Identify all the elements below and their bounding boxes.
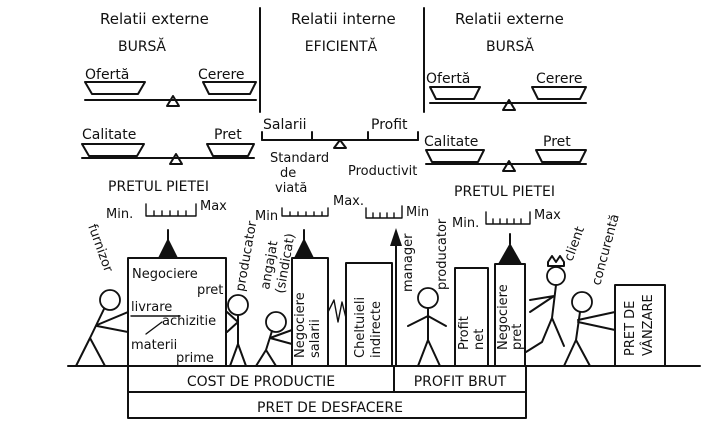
- figure-angajat: [255, 311, 293, 367]
- footer-cost-productie: COST DE PRODUCTIE: [127, 365, 395, 393]
- figure-concurenta: [563, 291, 616, 367]
- pret-vanzare-line2: VÂNZARE: [640, 294, 656, 356]
- center-min-right: Min: [406, 205, 429, 220]
- left-panel-title: Relatii externe: [100, 10, 209, 28]
- market-price-left-title: PRETUL PIETEI: [108, 179, 209, 195]
- peak-left: [158, 238, 178, 258]
- cheltuieli-line2: indirecte: [369, 301, 384, 358]
- market-price-right-min: Min.: [452, 216, 479, 231]
- market-price-left-max: Max: [200, 199, 227, 214]
- block-pret-vanzare: [614, 284, 666, 367]
- market-price-right-title: PRETUL PIETEI: [454, 184, 555, 200]
- figure-furnizor: [75, 289, 129, 367]
- footer-profit-brut: PROFIT BRUT: [393, 365, 527, 393]
- negociere-salarii-line2: salarii: [308, 319, 323, 358]
- block-cheltuieli: [345, 262, 393, 367]
- materii-label: materii: [131, 338, 177, 353]
- label-manager: manager: [401, 233, 416, 292]
- scale-left-bottom-left-label: Calitate: [82, 127, 136, 143]
- label-furnizor: furnizor: [84, 222, 115, 275]
- pret-desfacere-label: PRET DE DESFACERE: [257, 400, 403, 416]
- right-panel-subtitle: BURSĂ: [486, 37, 534, 55]
- scale-center: Salarii Profit: [261, 117, 419, 149]
- prime-label: prime: [176, 351, 214, 366]
- scale-left-top-right-label: Cerere: [198, 67, 245, 83]
- label-client: client: [562, 225, 588, 264]
- profit-brut-label: PROFIT BRUT: [414, 374, 507, 390]
- negociere-pret-line1: Negociere: [132, 267, 198, 282]
- livrare-label: livrare: [131, 300, 172, 315]
- productivity-label: Productivit: [348, 164, 417, 179]
- pret-vanzare-line1: PRET DE: [623, 301, 638, 356]
- scale-left-top-left-label: Ofertă: [85, 67, 129, 83]
- label-producator-left: producator: [233, 219, 260, 292]
- center-max-label: Max.: [333, 194, 364, 209]
- scale-right-bottom-left-label: Calitate: [424, 134, 478, 150]
- peak-right: [498, 243, 522, 264]
- scale-right-top-left-label: Ofertă: [426, 71, 470, 87]
- label-concurenta: concurentă: [589, 213, 622, 287]
- market-price-right-max: Max: [534, 208, 561, 223]
- scale-left-top: Ofertă Cerere: [84, 67, 257, 107]
- market-price-right-ruler: [485, 211, 531, 225]
- scale-right-bottom: Calitate Pret: [424, 134, 587, 172]
- zigzag-spark: [327, 299, 347, 323]
- market-price-left-min: Min.: [106, 207, 133, 222]
- figure-manager: [407, 287, 447, 367]
- peak-center: [294, 238, 314, 258]
- negociere-salarii-line1: Negociere: [293, 292, 308, 358]
- center-panel-title: Relatii interne: [291, 10, 396, 28]
- scale-center-right-label: Profit: [371, 117, 408, 133]
- scale-center-left-label: Salarii: [263, 117, 306, 133]
- profit-net-line1: Profit: [457, 316, 472, 350]
- achizitie-label: achizitie: [162, 314, 216, 329]
- scale-left-bottom: Calitate Pret: [81, 127, 255, 165]
- standard-line3: viată: [275, 181, 307, 196]
- center-ruler-left: [281, 207, 329, 217]
- center-ruler-right: [365, 205, 403, 219]
- figure-client: [525, 255, 566, 353]
- scale-right-top: Ofertă Cerere: [426, 71, 587, 111]
- profit-net-line2: net: [472, 329, 487, 350]
- cost-productie-label: COST DE PRODUCTIE: [187, 374, 335, 390]
- negociere-right-line2: pret: [510, 324, 525, 350]
- scale-right-bottom-right-label: Pret: [543, 134, 571, 150]
- negociere-right-line1: Negociere: [496, 284, 511, 350]
- negociere-pret-line2: pret: [197, 283, 223, 298]
- right-panel-title: Relatii externe: [455, 10, 564, 28]
- footer-pret-desfacere: PRET DE DESFACERE: [127, 391, 527, 419]
- label-producator-right: producator: [435, 218, 450, 290]
- scale-right-top-right-label: Cerere: [536, 71, 583, 87]
- market-price-left-ruler: [145, 203, 197, 217]
- standard-line1: Standard: [270, 151, 329, 166]
- left-panel-subtitle: BURSĂ: [118, 37, 166, 55]
- figure-producator-left: [226, 294, 249, 367]
- standard-line2: de: [280, 166, 296, 181]
- center-panel-subtitle: EFICIENTĂ: [305, 37, 378, 55]
- cheltuieli-line1: Cheltuieli: [353, 297, 368, 358]
- center-min-left: Min: [255, 209, 278, 224]
- scale-left-bottom-right-label: Pret: [214, 127, 242, 143]
- block-profit-net: [454, 267, 489, 367]
